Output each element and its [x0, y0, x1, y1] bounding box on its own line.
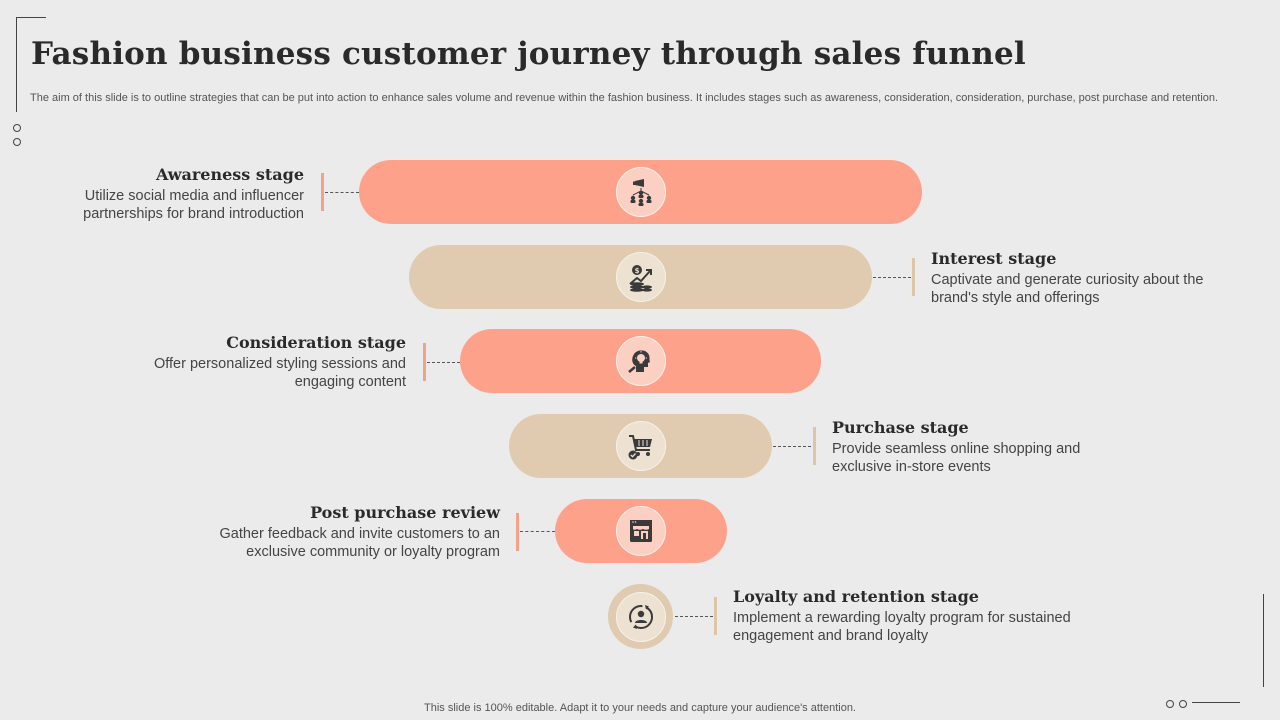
stage-heading: Interest stage: [931, 249, 1057, 268]
stage-marker-bar: [423, 343, 426, 381]
stage-marker-bar: [714, 597, 717, 635]
funnel-stage-awareness[interactable]: [359, 160, 922, 224]
funnel-stage-interest[interactable]: $: [409, 245, 872, 309]
connector-line: [773, 446, 811, 447]
stage-heading: Post purchase review: [310, 503, 500, 522]
corner-decoration-line: [1263, 594, 1264, 687]
connector-line: [520, 531, 555, 532]
slide-title: Fashion business customer journey throug…: [31, 36, 1026, 72]
online-store-review-icon: [616, 506, 666, 556]
stage-marker-bar: [813, 427, 816, 465]
connector-line: [325, 192, 359, 193]
decoration-dot: [1179, 700, 1187, 708]
stage-heading: Purchase stage: [832, 418, 969, 437]
stage-description: Utilize social media and influencer part…: [83, 188, 304, 222]
stage-heading: Awareness stage: [155, 165, 304, 184]
connector-line: [427, 362, 460, 363]
network-megaphone-icon: [615, 167, 666, 217]
stage-label-interest: Interest stage Captivate and generate cu…: [931, 249, 1231, 307]
funnel-stage-consideration[interactable]: [460, 329, 821, 393]
money-growth-icon: $: [615, 252, 666, 302]
corner-decoration-line: [1192, 702, 1240, 703]
stage-label-purchase: Purchase stage Provide seamless online s…: [832, 418, 1132, 476]
slide-footer: This slide is 100% editable. Adapt it to…: [424, 702, 856, 714]
stage-description: Offer personalized styling sessions and …: [153, 356, 406, 390]
decoration-dot: [1166, 700, 1174, 708]
stage-label-consideration: Consideration stage Offer personalized s…: [106, 333, 406, 391]
funnel-stage-purchase[interactable]: [509, 414, 772, 478]
stage-description: Gather feedback and invite customers to …: [219, 526, 501, 560]
slide-subtitle: The aim of this slide is to outline stra…: [30, 92, 1219, 104]
connector-line: [873, 277, 911, 278]
stage-label-loyalty: Loyalty and retention stage Implement a …: [733, 587, 1093, 645]
stage-label-post-purchase: Post purchase review Gather feedback and…: [200, 503, 501, 561]
idea-head-icon: [615, 336, 666, 386]
stage-label-awareness: Awareness stage Utilize social media and…: [4, 165, 304, 223]
stage-marker-bar: [321, 173, 324, 211]
stage-description: Captivate and generate curiosity about t…: [931, 272, 1204, 306]
stage-marker-bar: [516, 513, 519, 551]
svg-text:$: $: [634, 267, 639, 275]
shopping-cart-icon: [615, 421, 666, 471]
stage-heading: Consideration stage: [226, 333, 406, 352]
connector-line: [675, 616, 713, 617]
funnel-stage-post-purchase[interactable]: [555, 499, 727, 563]
stage-description: Implement a rewarding loyalty program fo…: [733, 610, 1071, 644]
customer-retention-icon: [615, 591, 666, 642]
corner-decoration: [16, 17, 46, 112]
decoration-dot: [13, 138, 21, 146]
decoration-dot: [13, 124, 21, 132]
stage-heading: Loyalty and retention stage: [733, 587, 979, 606]
funnel-stage-loyalty[interactable]: [608, 584, 673, 649]
stage-marker-bar: [912, 258, 915, 296]
stage-description: Provide seamless online shopping and exc…: [832, 441, 1081, 475]
